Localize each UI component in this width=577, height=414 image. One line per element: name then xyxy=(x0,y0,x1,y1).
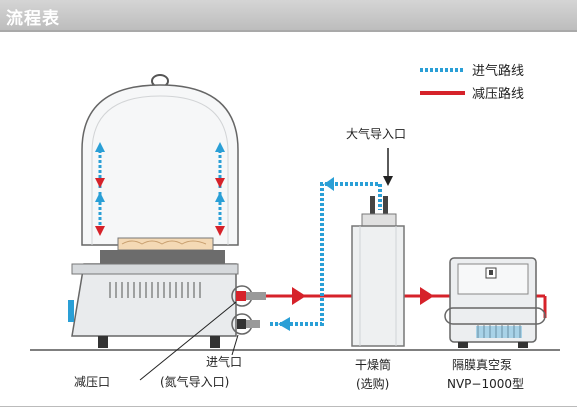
header-bar: 流程表 xyxy=(0,0,577,30)
dryer-name-label: 干燥筒 xyxy=(355,357,391,372)
header-divider xyxy=(0,30,577,32)
internal-flow-left xyxy=(95,142,105,236)
legend-vacuum-label: 减压路线 xyxy=(472,86,524,102)
diaphragm-pump xyxy=(444,257,546,348)
vacuum-port-label: 减压口 xyxy=(74,375,110,389)
desiccator xyxy=(68,74,266,348)
bell-jar-dome xyxy=(81,84,239,246)
intake-port-note-label: (氮气导入口) xyxy=(160,374,229,389)
vacuum-port xyxy=(231,285,266,307)
internal-flow-right xyxy=(215,142,225,236)
legend-intake-label: 进气路线 xyxy=(472,63,524,79)
intake-line xyxy=(270,177,382,331)
atmosphere-inlet-label: 大气导入口 xyxy=(346,126,406,141)
dryer-column xyxy=(351,196,405,347)
legend: 进气路线 减压路线 xyxy=(420,63,524,102)
atmosphere-inlet: 大气导入口 xyxy=(346,126,406,186)
page-title: 流程表 xyxy=(6,9,60,29)
sample-tray xyxy=(117,237,214,251)
desiccator-base xyxy=(71,263,237,337)
intake-port xyxy=(231,313,260,335)
dryer-note-label: (选购) xyxy=(356,376,389,391)
intake-port-label: 进气口 xyxy=(206,354,242,369)
bottom-divider xyxy=(0,406,577,407)
pump-name-label: 隔膜真空泵 xyxy=(452,358,512,372)
vent-grille xyxy=(109,282,201,298)
pump-model-label: NVP−1000型 xyxy=(447,377,524,391)
